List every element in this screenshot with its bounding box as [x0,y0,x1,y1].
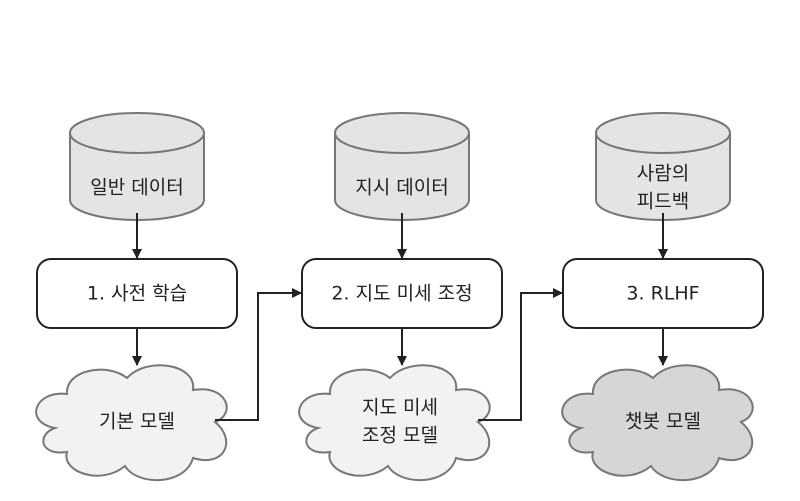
node-label: 조정 모델 [362,425,438,447]
cylinder-top [69,112,205,154]
cylinder-top [595,112,731,154]
arrow-sft-model-to-rlhf [478,288,563,421]
stage-supervised-finetuning: 2. 지도 미세 조정 [301,258,503,329]
stage-rlhf: 3. RLHF [562,258,764,329]
stage-label: 2. 지도 미세 조정 [331,283,472,305]
stage-label: 1. 사전 학습 [87,283,187,305]
node-label: 사람의 [637,163,689,185]
node-label: 챗봇 모델 [625,411,701,433]
node-label: 일반 데이터 [90,177,183,199]
data-source-instruction: 지시 데이터 [334,112,470,221]
stage-label: 3. RLHF [626,283,699,305]
cloud-shape [298,364,491,482]
stage-pretraining: 1. 사전 학습 [36,258,238,329]
node-label: 기본 모델 [99,411,175,433]
node-label: 지도 미세 [362,397,438,419]
model-base: 기본 모델 [35,364,228,482]
node-label: 지시 데이터 [355,177,448,199]
cylinder-top [334,112,470,154]
model-chatbot: 챗봇 모델 [561,364,754,482]
node-label: 피드백 [637,191,689,213]
data-source-general: 일반 데이터 [69,112,205,221]
arrow-base-model-to-sft [215,288,302,421]
cloud-shape [35,364,228,482]
cloud-shape [561,364,754,482]
